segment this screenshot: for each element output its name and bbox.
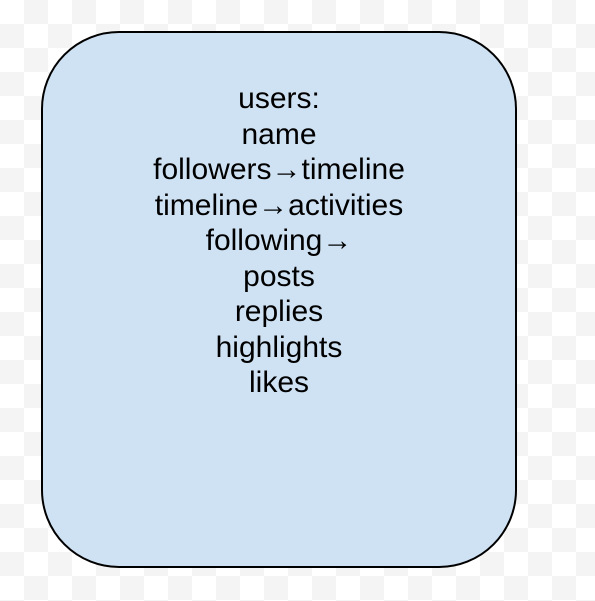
node-line-following: following→ xyxy=(205,224,353,257)
node-line-likes: likes xyxy=(248,366,309,399)
users-node: users: name followers→timeline timeline→… xyxy=(41,31,517,568)
node-line-posts: posts xyxy=(243,259,315,293)
node-text: users: name followers→timeline timeline→… xyxy=(43,81,515,401)
node-line-name: name xyxy=(241,117,317,151)
node-line-timeline: timeline→activities xyxy=(154,188,404,222)
node-line-title: users: xyxy=(238,82,320,115)
node-line-highlights: highlights xyxy=(215,330,343,364)
node-line-replies: replies xyxy=(234,295,324,328)
node-line-followers: followers→timeline xyxy=(153,153,405,186)
